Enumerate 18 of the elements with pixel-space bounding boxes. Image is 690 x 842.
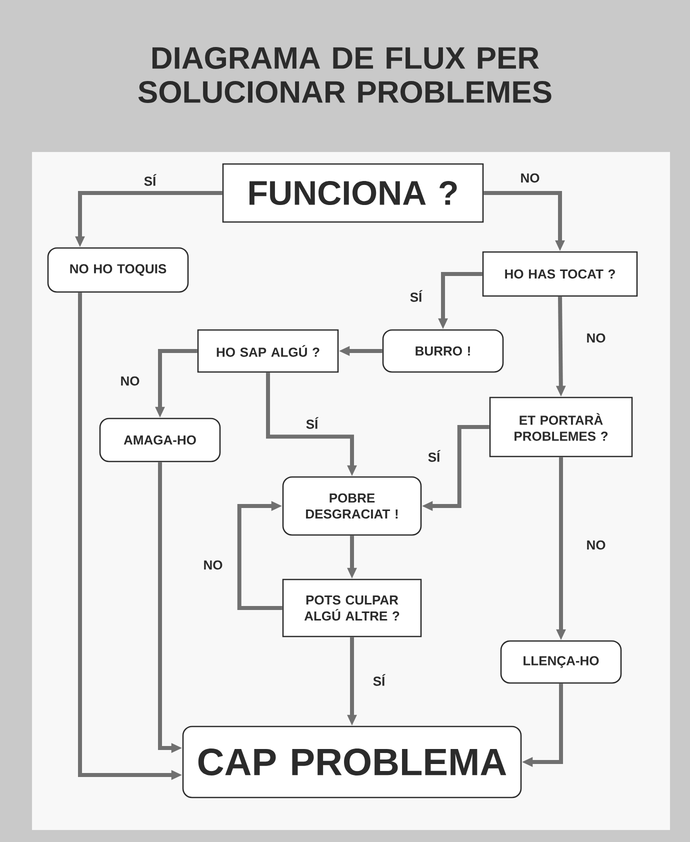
edge-label: SÍ [408, 289, 424, 303]
end-box: CAP PROBLEMA [182, 726, 522, 798]
edge-label: SÍ [372, 673, 386, 687]
action-box: AMAGA-HO [99, 418, 221, 462]
decision-box: FUNCIONA ? [222, 163, 484, 223]
edge-label: SÍ [304, 416, 320, 430]
decision-box: HO SAP ALGÚ ? [197, 329, 339, 373]
decision-box: POTS CULPAR ALGÚ ALTRE ? [282, 578, 422, 638]
decision-box: HO HAS TOCAT ? [482, 251, 638, 297]
action-box: LLENÇA-HO [500, 640, 622, 684]
title: DIAGRAMA DE FLUX PER SOLUCIONAR PROBLEMES [138, 47, 552, 103]
action-box: BURRO ! [382, 329, 504, 373]
edge-label: SÍ [426, 449, 442, 463]
decision-box: ET PORTARÀ PROBLEMES ? [489, 396, 633, 458]
edge-label: SÍ [142, 173, 158, 187]
action-box: POBRE DESGRACIAT ! [282, 476, 422, 536]
arrow [237, 501, 282, 610]
action-box: NO HO TOQUIS [47, 247, 189, 293]
